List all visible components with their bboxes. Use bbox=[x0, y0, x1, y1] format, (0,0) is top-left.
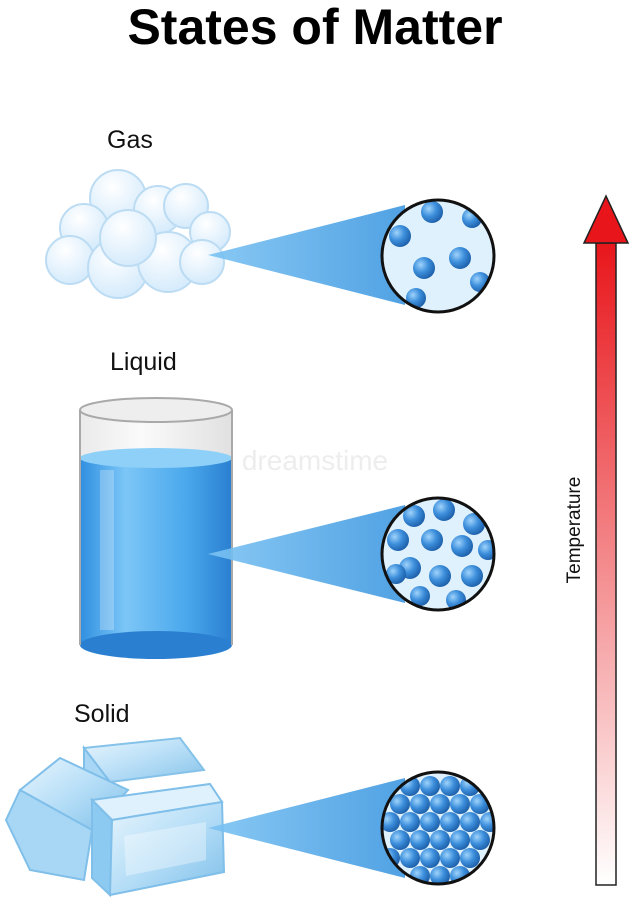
liquid-zoom-beam bbox=[208, 505, 405, 603]
state-label-gas: Gas bbox=[107, 126, 153, 154]
state-label-liquid: Liquid bbox=[110, 348, 177, 376]
solid-zoom-beam bbox=[208, 778, 405, 878]
gas-particle-view bbox=[380, 198, 496, 314]
gas-cloud-illustration bbox=[45, 169, 231, 299]
solid-ice-illustration bbox=[4, 736, 226, 898]
temperature-label: Temperature bbox=[564, 476, 585, 584]
page-title: States of Matter bbox=[127, 0, 503, 55]
state-label-solid: Solid bbox=[74, 700, 130, 728]
solid-particle-view bbox=[380, 770, 496, 886]
temperature-arrow bbox=[582, 194, 630, 886]
liquid-particle-view bbox=[380, 496, 496, 612]
watermark-text: dreamstime bbox=[242, 445, 388, 476]
liquid-beaker-illustration bbox=[79, 397, 233, 659]
gas-zoom-beam bbox=[208, 205, 405, 305]
